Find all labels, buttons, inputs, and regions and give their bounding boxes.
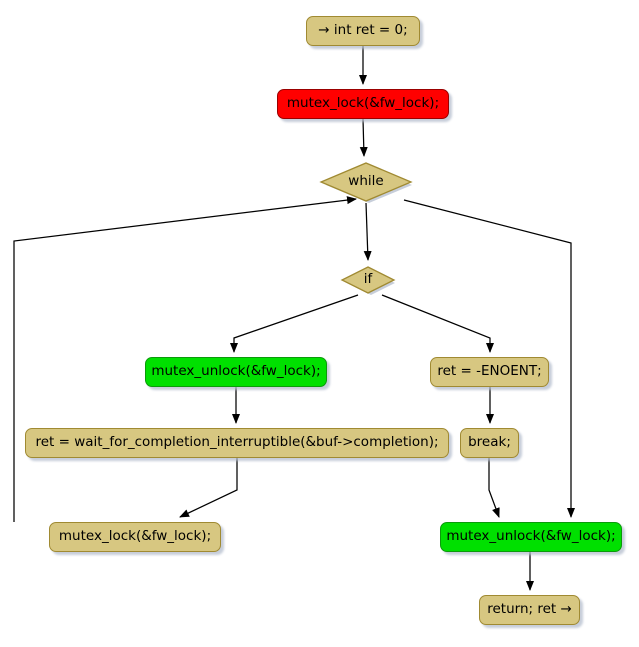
node-label-wait: ret = wait_for_completion_interruptible(… <box>35 434 439 451</box>
edge-while-to-if <box>363 202 372 261</box>
edge-lock1-to-while <box>359 118 368 157</box>
node-label-if: if <box>363 271 373 288</box>
node-label-lock2: mutex_lock(&fw_lock); <box>58 528 212 545</box>
node-enoent[interactable]: ret = -ENOENT; <box>430 357 549 387</box>
node-label-break: break; <box>468 434 511 451</box>
edge-break-to-unlock2 <box>488 458 500 518</box>
edge-if-to-enoent <box>381 294 495 354</box>
node-return[interactable]: return; ret → <box>479 595 580 625</box>
node-start[interactable]: → int ret = 0; <box>306 16 420 46</box>
node-wait[interactable]: ret = wait_for_completion_interruptible(… <box>25 428 449 458</box>
node-break[interactable]: break; <box>460 428 519 458</box>
edge-if-to-unlock1 <box>230 294 359 354</box>
node-lock2[interactable]: mutex_lock(&fw_lock); <box>49 522 221 552</box>
node-label-start: → int ret = 0; <box>318 22 408 39</box>
node-lock1[interactable]: mutex_lock(&fw_lock); <box>277 89 449 119</box>
node-if[interactable]: if <box>340 265 396 295</box>
node-label-return: return; ret → <box>487 601 572 618</box>
edge-wait-to-lock2 <box>179 458 238 518</box>
node-label-unlock1: mutex_unlock(&fw_lock); <box>151 363 321 380</box>
node-label-lock1: mutex_lock(&fw_lock); <box>286 95 440 112</box>
diamond-shape <box>340 266 396 295</box>
node-label-while: while <box>348 173 384 190</box>
node-while[interactable]: while <box>319 161 413 203</box>
node-unlock2[interactable]: mutex_unlock(&fw_lock); <box>440 522 622 552</box>
node-unlock1[interactable]: mutex_unlock(&fw_lock); <box>145 357 327 387</box>
diamond-shape <box>319 162 413 203</box>
node-label-unlock2: mutex_unlock(&fw_lock); <box>446 528 616 545</box>
node-label-enoent: ret = -ENOENT; <box>437 363 542 380</box>
